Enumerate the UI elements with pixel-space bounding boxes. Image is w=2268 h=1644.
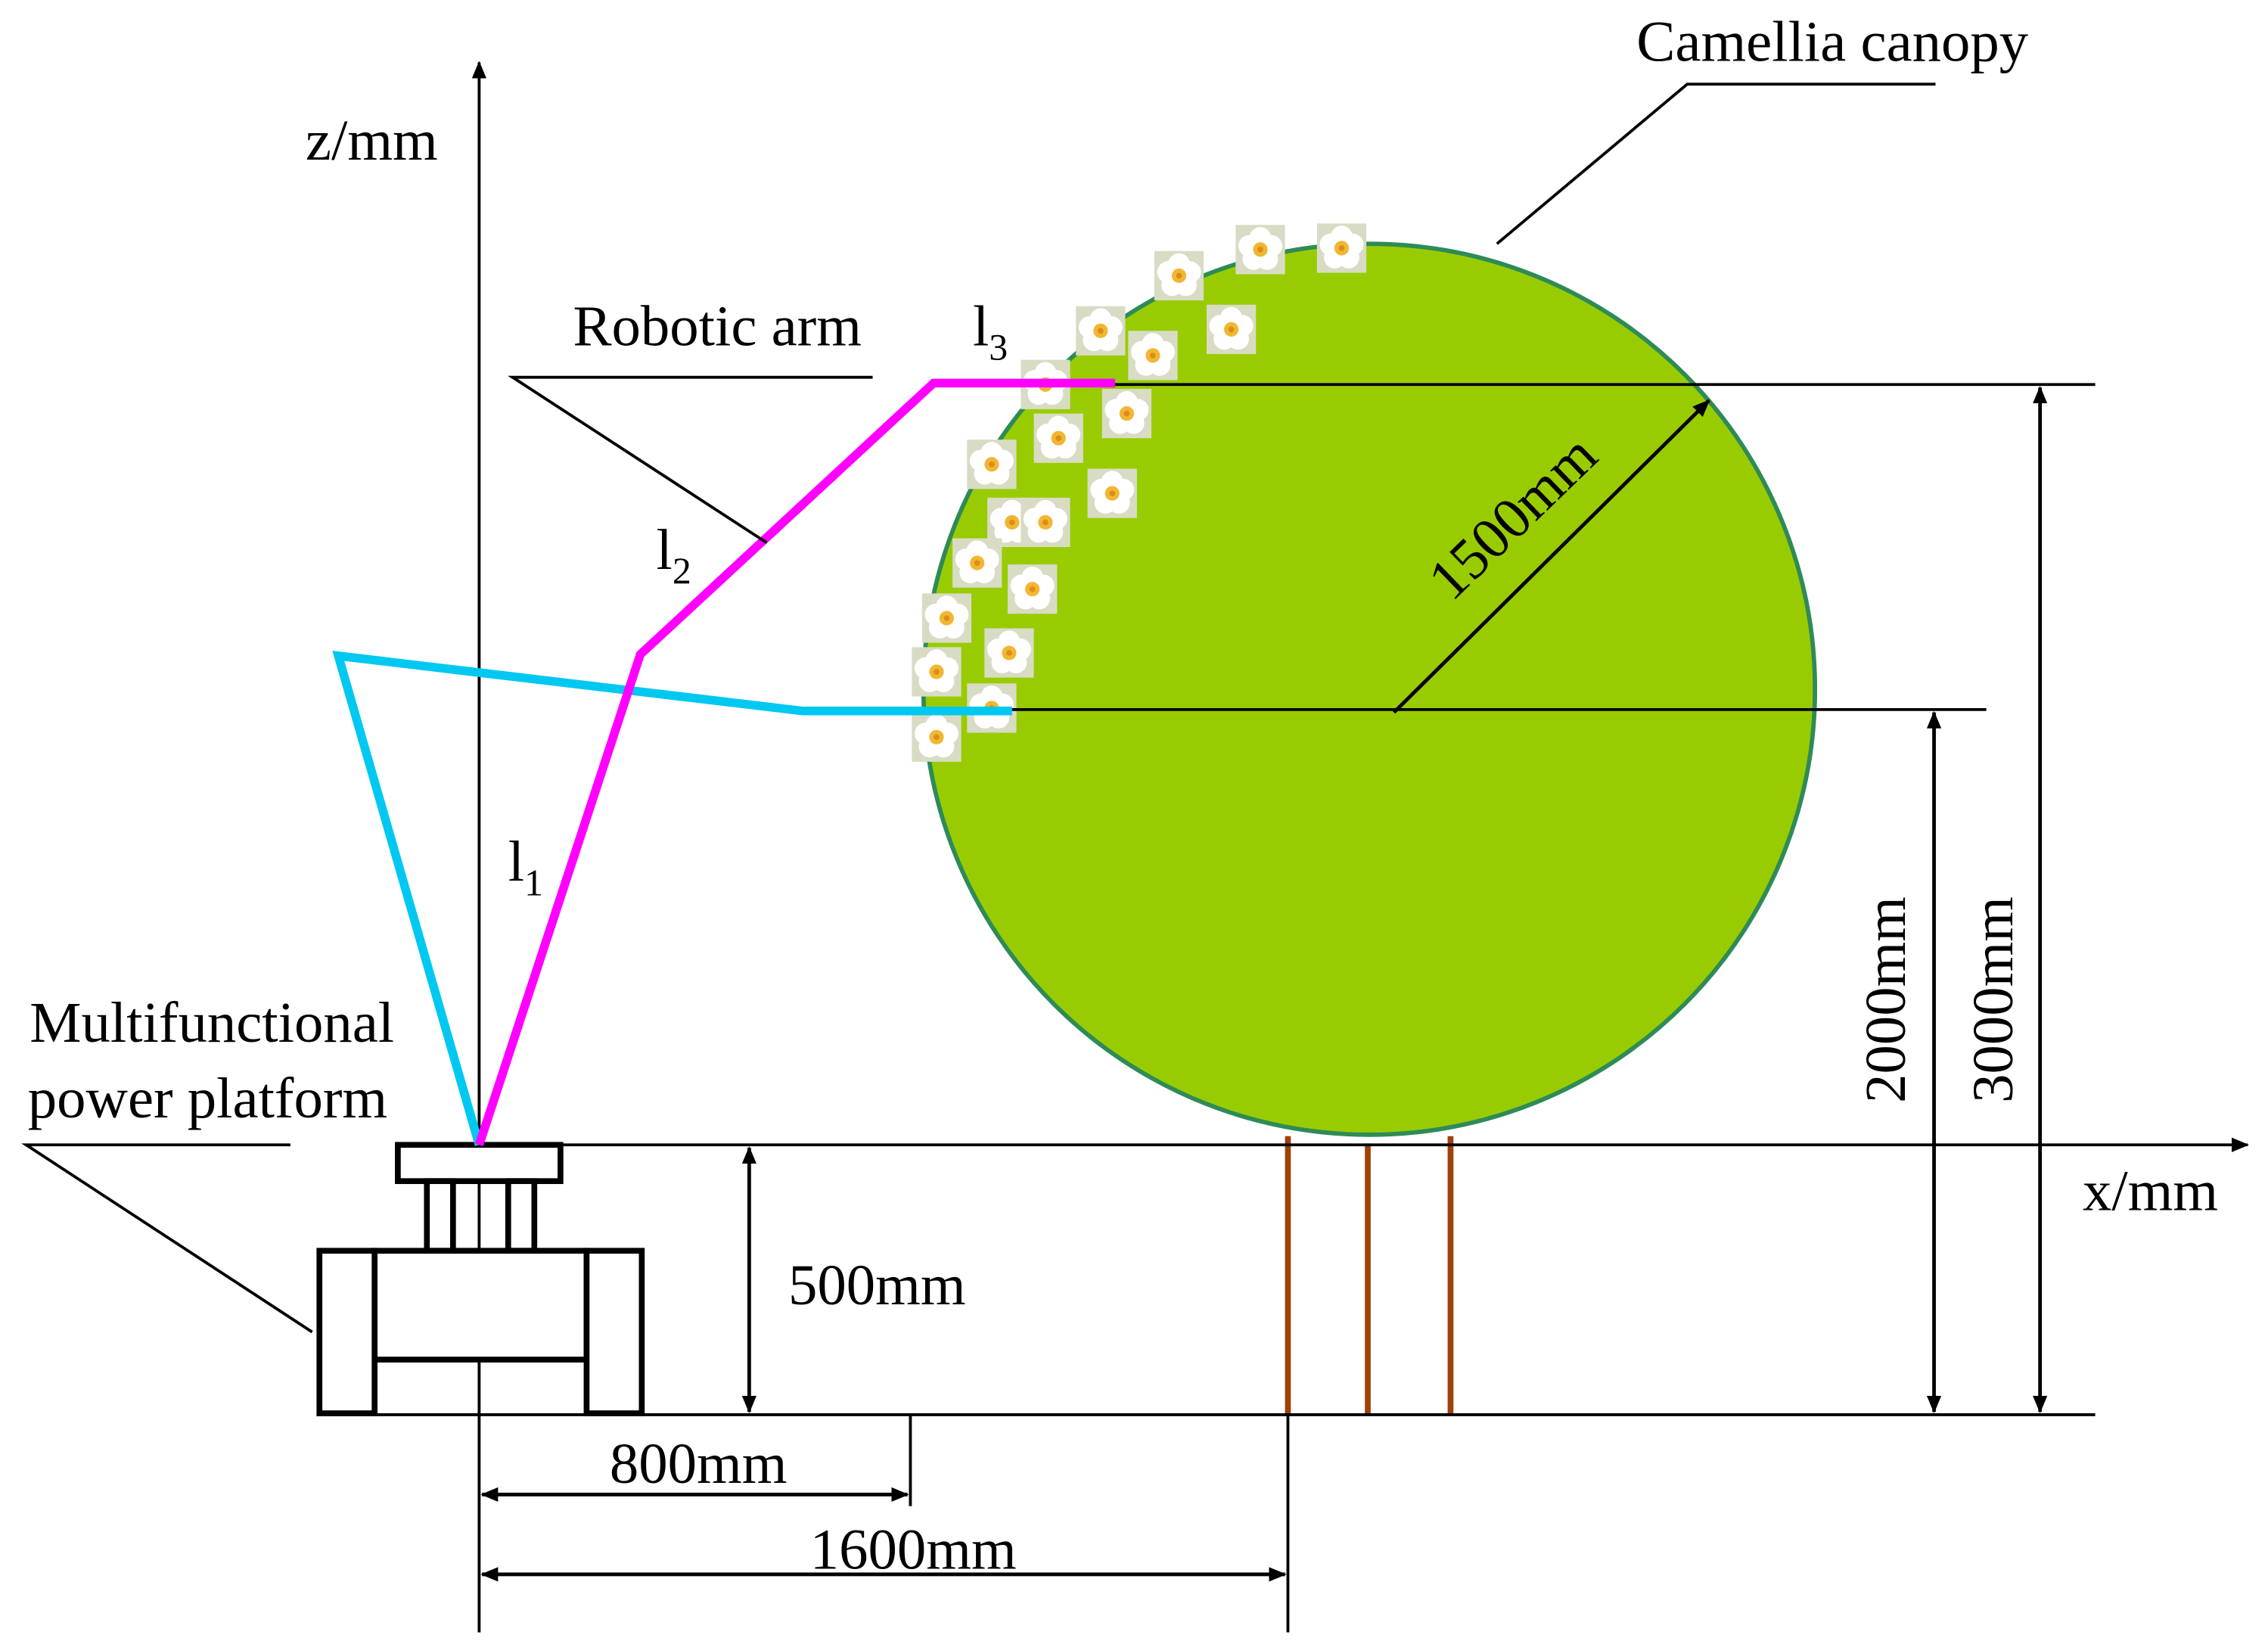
center-height-label: 2000mm xyxy=(1853,897,1918,1103)
power-platform-vehicle xyxy=(316,1142,645,1416)
robotic-arm-label: Robotic arm xyxy=(573,294,862,358)
distance-1600-label: 1600mm xyxy=(810,1517,1017,1581)
platform-label-line-2: power platform xyxy=(28,1066,387,1130)
platform-height-label: 500mm xyxy=(788,1253,966,1317)
tree-trunks xyxy=(1285,1136,1454,1415)
arm-pose-magenta xyxy=(474,378,1116,1147)
top-height-label: 3000mm xyxy=(1961,897,2025,1103)
x-axis-label: x/mm xyxy=(2083,1159,2218,1223)
canopy-label: Camellia canopy xyxy=(1636,10,2029,74)
link-l1-label: l1 xyxy=(508,829,543,903)
radius-arrow xyxy=(1392,399,1710,714)
arm-pose-cyan xyxy=(332,651,1012,1146)
canopy-leader xyxy=(1496,82,1936,245)
leader-lines xyxy=(21,82,1936,1334)
platform-leader xyxy=(21,1143,313,1334)
link-l3-label: l3 xyxy=(973,294,1008,368)
link-l2-label: l2 xyxy=(657,517,691,592)
platform-label-line-1: Multifunctional xyxy=(30,990,394,1055)
robotic-arm-leader xyxy=(508,375,873,544)
z-axis-label: z/mm xyxy=(306,108,438,172)
distance-800-label: 800mm xyxy=(610,1431,788,1496)
